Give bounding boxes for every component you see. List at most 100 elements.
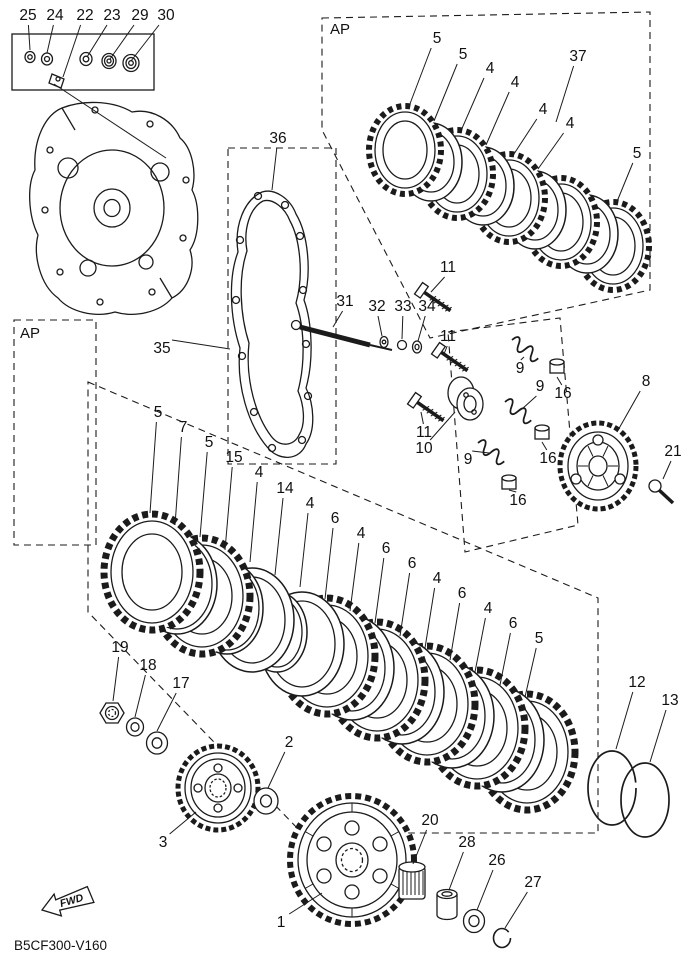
part-callout-11: 11 [416, 424, 432, 441]
washer-24 [40, 52, 54, 66]
pressure-assembly [290, 280, 675, 512]
part-callout-4: 4 [255, 464, 264, 481]
bolt-21 [648, 479, 675, 505]
leader-line [555, 65, 575, 123]
leader-line [615, 691, 634, 750]
washer-26 [462, 908, 486, 934]
bolt-11-c [405, 390, 450, 429]
part-callout-32: 32 [368, 298, 385, 315]
leader-line [134, 674, 146, 718]
leader-line [27, 24, 31, 51]
thrust-washer-2 [253, 787, 279, 815]
part-callout-34: 34 [418, 298, 436, 315]
leader-line [430, 276, 445, 293]
leader-line [417, 315, 426, 342]
washer-25 [24, 50, 36, 64]
leader-line [615, 162, 634, 205]
washer-32 [379, 335, 389, 349]
nut-19 [99, 702, 125, 724]
plate [104, 514, 200, 630]
part-callout-16: 16 [539, 450, 556, 467]
part-callout-9: 9 [516, 360, 525, 377]
part-callout-18: 18 [139, 657, 156, 674]
part-callout-14: 14 [276, 480, 294, 497]
part-callout-1: 1 [277, 914, 286, 931]
leader-line [511, 118, 538, 158]
crankcase [29, 101, 199, 315]
part-callout-9: 9 [464, 451, 473, 468]
part-callout-9: 9 [536, 378, 545, 395]
clutch-housing-1 [287, 793, 417, 927]
clip-22 [48, 73, 65, 89]
part-callout-29: 29 [131, 7, 148, 24]
part-callout-5: 5 [154, 404, 163, 421]
part-callout-5: 5 [535, 630, 544, 647]
part-callout-6: 6 [408, 555, 417, 572]
ring-12 [587, 750, 637, 826]
spring-9-b [500, 396, 536, 427]
leader-line [401, 315, 404, 340]
small-parts-group [11, 33, 167, 159]
part-callout-6: 6 [382, 540, 391, 557]
leader-line [476, 869, 494, 911]
retainer-16-a [549, 358, 565, 374]
retainer-16-b [534, 424, 550, 440]
washer-17 [145, 731, 169, 755]
leader-line [399, 572, 411, 637]
leader-line [46, 24, 54, 54]
leader-line [449, 602, 461, 661]
leader-line [443, 345, 448, 355]
leader-line [448, 851, 464, 891]
leader-line [349, 542, 360, 612]
clutch-plate-stack-top [369, 106, 649, 290]
leader-line [556, 376, 563, 386]
leader-line [649, 709, 667, 763]
part-callout-16: 16 [554, 385, 571, 402]
leader-line [274, 497, 284, 576]
pushrod-31 [290, 319, 393, 351]
leader-line [424, 587, 436, 649]
leader-line [499, 632, 511, 686]
leader-line [616, 390, 641, 433]
clutch-boss-3 [175, 743, 261, 833]
leader-line [62, 24, 82, 78]
retainer-16-c [501, 474, 517, 490]
leader-line [420, 411, 424, 425]
leader-line [521, 395, 537, 410]
washer-23 [79, 51, 93, 67]
leader-line [299, 512, 309, 588]
ap-label-left: AP [20, 325, 40, 342]
spring-assembly-box [447, 317, 579, 553]
collar-28 [436, 888, 458, 921]
leader-line [429, 411, 456, 441]
part-callout-4: 4 [306, 495, 315, 512]
part-callout-2: 2 [285, 734, 294, 751]
leader-line [267, 751, 286, 789]
part-callout-11: 11 [440, 259, 456, 276]
part-callout-5: 5 [633, 145, 642, 162]
washer-34 [411, 340, 423, 354]
leader-line [520, 356, 525, 361]
leader-line [271, 147, 278, 191]
part-callout-4: 4 [484, 600, 493, 617]
main-stack-box [87, 381, 599, 834]
pointer-line [53, 83, 167, 159]
part-callout-12: 12 [628, 674, 645, 691]
part-callout-30: 30 [157, 7, 175, 24]
small-parts-box [11, 33, 155, 91]
leader-line [541, 441, 548, 451]
leader-line [412, 829, 428, 865]
seal-30 [122, 53, 140, 73]
leader-line [524, 647, 537, 698]
part-callout-33: 33 [394, 298, 411, 315]
part-callout-22: 22 [76, 7, 93, 24]
assembly-boxes [13, 11, 651, 834]
leader-line [156, 692, 177, 732]
leader-line [149, 421, 157, 514]
part-callout-6: 6 [509, 615, 518, 632]
diagram-code: B5CF300-V160 [14, 938, 107, 953]
part-callout-13: 13 [661, 692, 678, 709]
part-callout-11: 11 [440, 328, 456, 345]
spring-9-a [507, 334, 543, 365]
circlip-27 [492, 927, 512, 949]
